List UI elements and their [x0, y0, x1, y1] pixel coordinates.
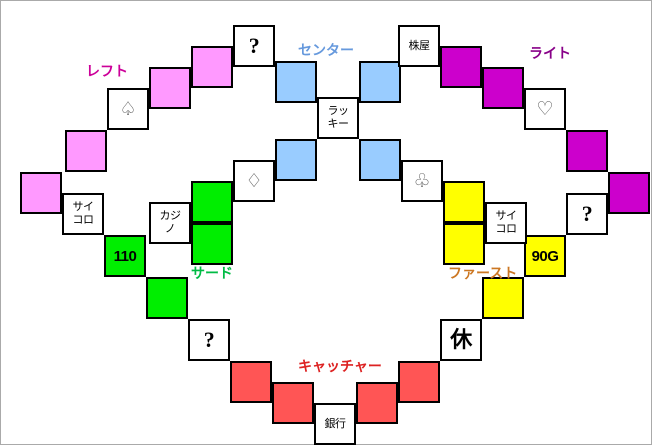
cell-spade[interactable]: ♤ [107, 88, 149, 130]
cell-casino[interactable]: カジ ノ [149, 202, 191, 244]
cell-90g-label: 90G [531, 247, 559, 265]
cell-lucky[interactable]: ラッ キー [317, 97, 359, 139]
cell-pink-2[interactable] [149, 67, 191, 109]
cell-red-3[interactable] [356, 382, 398, 424]
cell-casino-label: カジ ノ [159, 209, 182, 235]
cell-green-inner-2[interactable] [191, 223, 233, 265]
cell-red-1[interactable] [230, 361, 272, 403]
cell-blue-center-1[interactable] [275, 61, 317, 103]
label-center: センター [298, 43, 354, 59]
label-third: サード [191, 266, 233, 282]
cell-heart[interactable]: ♡ [524, 88, 566, 130]
cell-kabuya[interactable]: 株屋 [398, 25, 440, 67]
cell-question-bottom-left[interactable]: ? [188, 319, 230, 361]
label-left: レフト [86, 64, 128, 80]
cell-club[interactable]: ♧ [401, 160, 443, 202]
cell-yellow-inner-1[interactable] [443, 181, 485, 223]
label-catcher: キャッチャー [298, 359, 382, 375]
cell-bank-label: 銀行 [324, 416, 347, 430]
cell-rest[interactable]: 休 [440, 319, 482, 361]
cell-bank[interactable]: 銀行 [314, 403, 356, 445]
cell-blue-inner-right[interactable] [359, 139, 401, 181]
cell-rest-label: 休 [450, 327, 472, 352]
cell-pink-1[interactable] [191, 46, 233, 88]
cell-red-4[interactable] [398, 361, 440, 403]
cell-question-right-label: ? [581, 201, 593, 226]
cell-green-inner-1[interactable] [191, 181, 233, 223]
cell-saikoro-right-label: サイ コロ [495, 209, 518, 235]
cell-diamond[interactable]: ♢ [233, 160, 275, 202]
label-right: ライト [529, 46, 571, 62]
label-first: ファースト [448, 266, 518, 282]
cell-saikoro-left[interactable]: サイ コロ [62, 193, 104, 235]
cell-magenta-outer-1[interactable] [608, 172, 650, 214]
cell-question-top-left-label: ? [248, 33, 260, 58]
cell-blue-center-2[interactable] [359, 61, 401, 103]
cell-yellow-inner-2[interactable] [443, 223, 485, 265]
cell-pink-3[interactable] [65, 130, 107, 172]
cell-kabuya-label: 株屋 [408, 38, 431, 52]
cell-magenta-outer-2[interactable] [566, 130, 608, 172]
cell-110[interactable]: 110 [104, 235, 146, 277]
cell-red-2[interactable] [272, 382, 314, 424]
cell-question-right[interactable]: ? [566, 193, 608, 235]
cell-saikoro-right[interactable]: サイ コロ [485, 202, 527, 244]
cell-magenta-outer-4[interactable] [440, 46, 482, 88]
cell-lucky-label: ラッ キー [327, 104, 350, 130]
cell-blue-inner-left[interactable] [275, 139, 317, 181]
cell-question-top-left[interactable]: ? [233, 25, 275, 67]
cell-spade-label: ♤ [119, 97, 137, 120]
cell-question-bottom-left-label: ? [203, 327, 215, 352]
cell-club-label: ♧ [413, 169, 431, 192]
cell-saikoro-left-label: サイ コロ [72, 200, 95, 226]
cell-90g[interactable]: 90G [524, 235, 566, 277]
cell-magenta-outer-3[interactable] [482, 67, 524, 109]
cell-pink-4[interactable] [20, 172, 62, 214]
cell-green-third-1[interactable] [146, 277, 188, 319]
cell-heart-label: ♡ [536, 97, 554, 120]
cell-yellow-first-1[interactable] [482, 277, 524, 319]
cell-110-label: 110 [113, 247, 137, 265]
cell-diamond-label: ♢ [245, 169, 263, 192]
